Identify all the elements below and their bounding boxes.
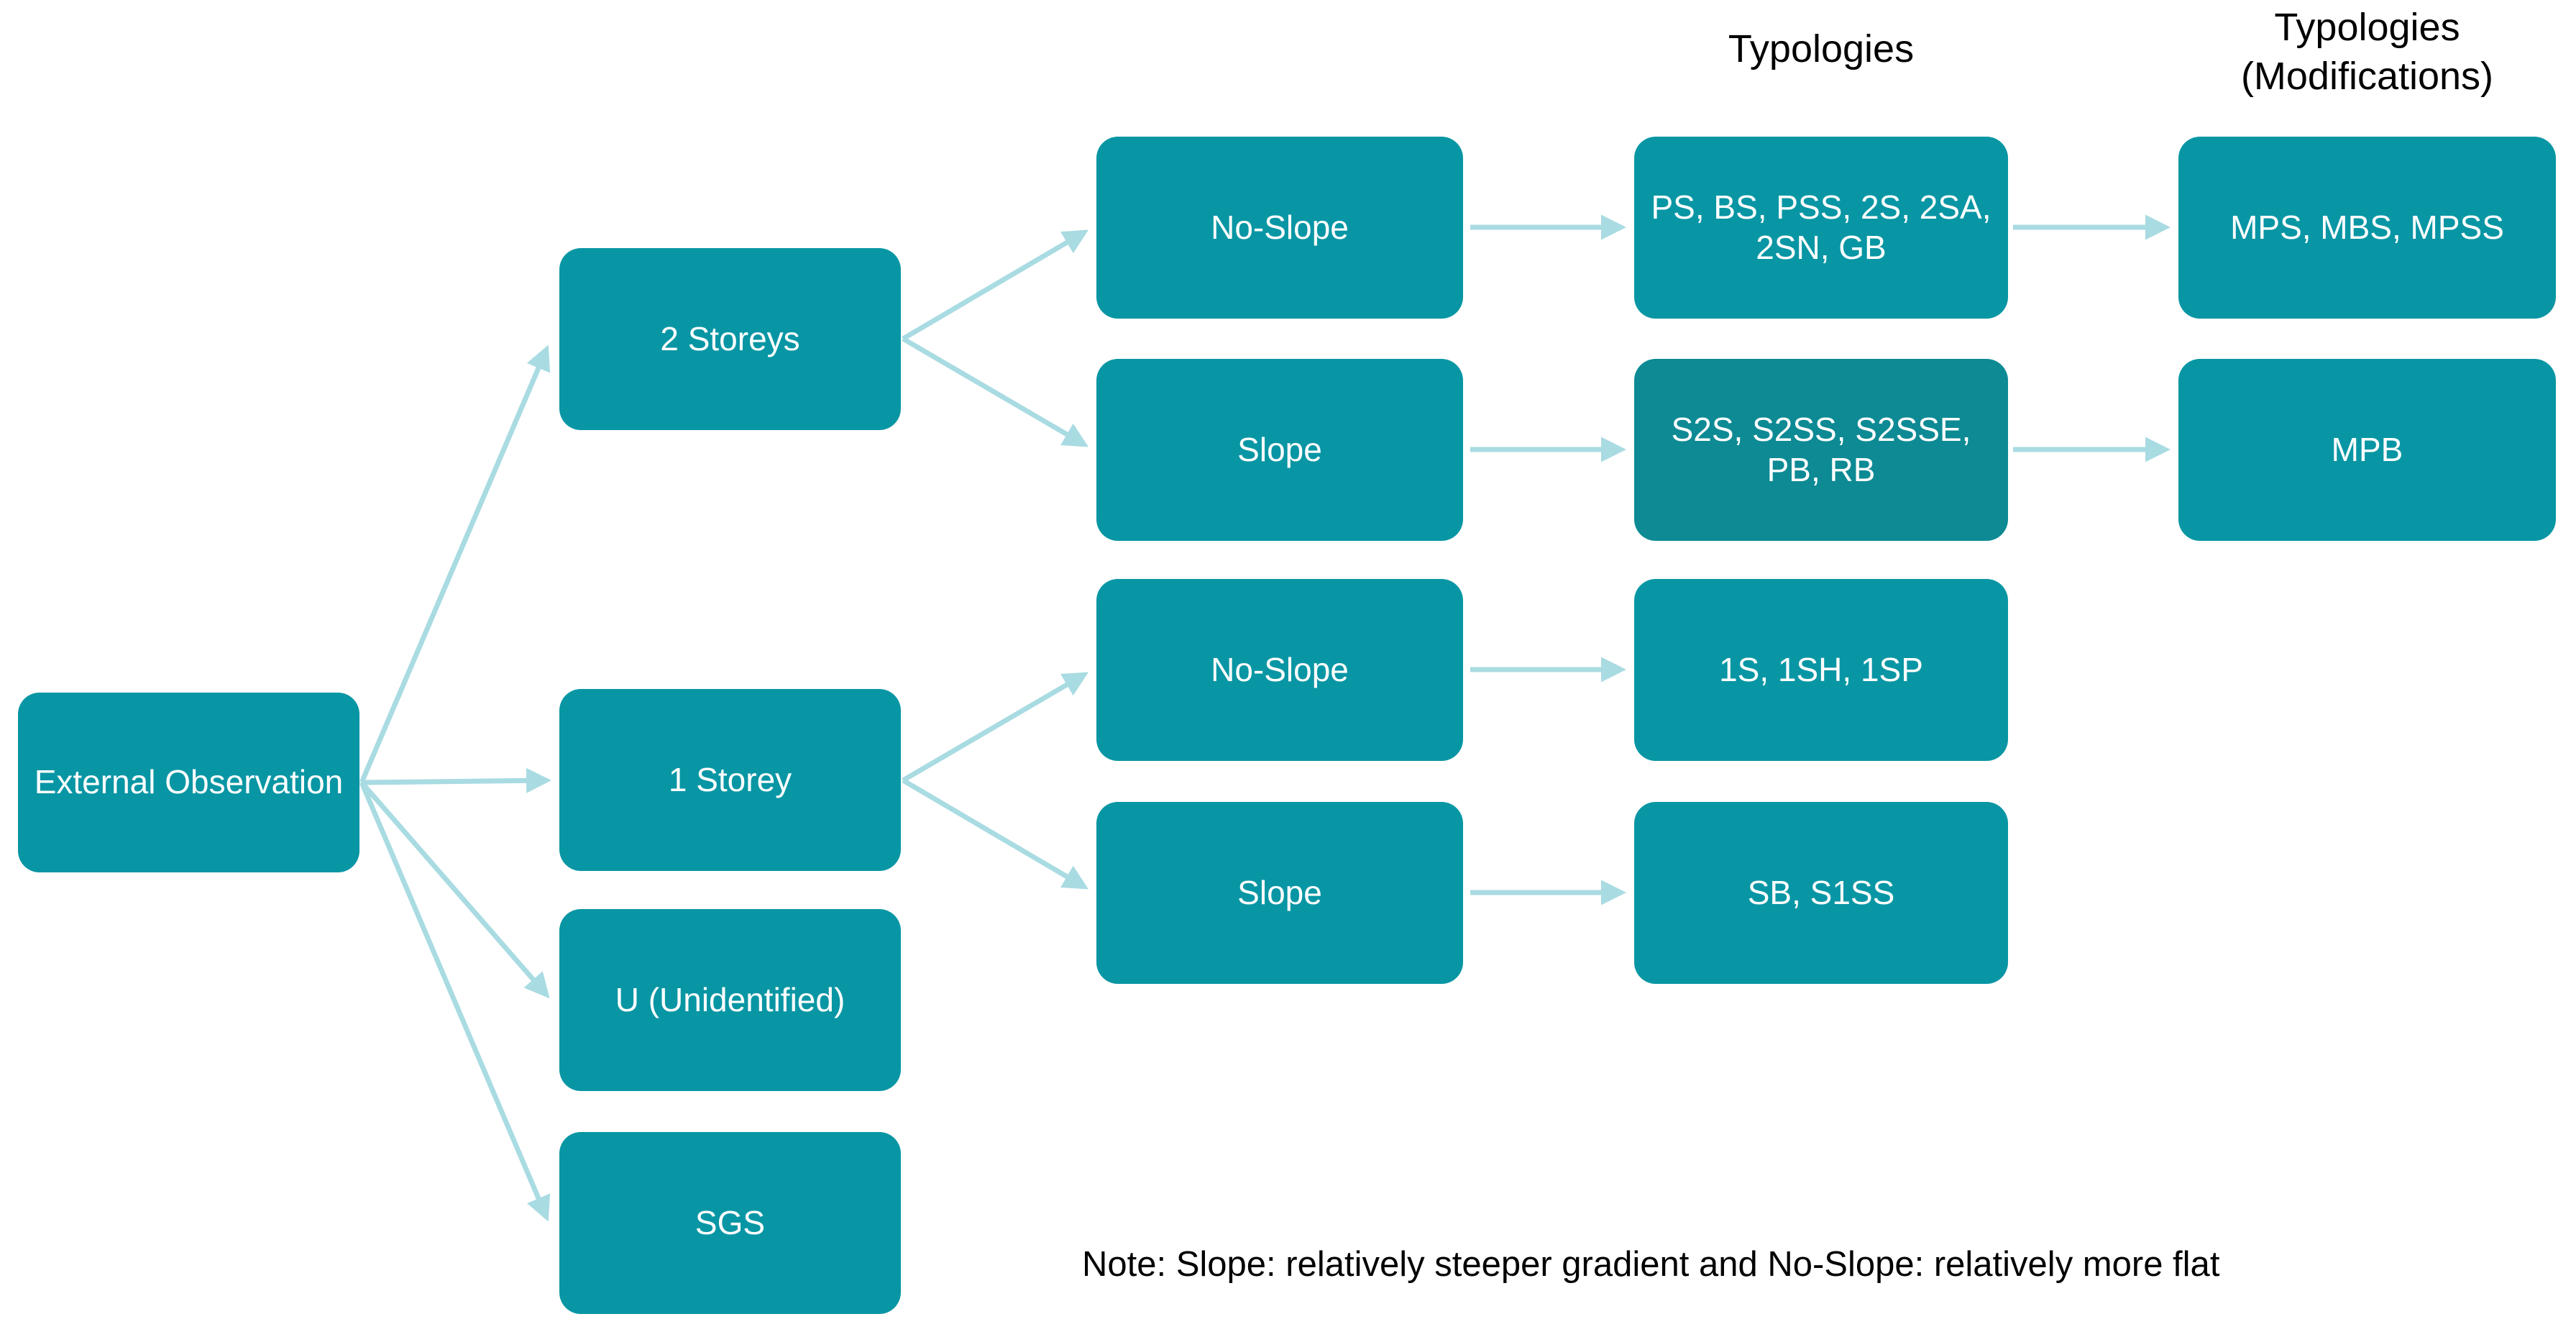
connector-arrow bbox=[359, 344, 551, 784]
node-1-storey: 1 Storey bbox=[559, 689, 901, 871]
node-no-slope-1storey: No-Slope bbox=[1096, 579, 1463, 761]
typologies-modifications-header-line2: (Modifications) bbox=[2240, 54, 2494, 98]
node-modifications-slope: MPB bbox=[2178, 359, 2556, 541]
connector-arrow bbox=[902, 777, 1089, 890]
node-slope-2storeys: Slope bbox=[1096, 359, 1463, 541]
node-modifications-noslope: MPS, MBS, MPSS bbox=[2178, 137, 2556, 319]
connector-arrow bbox=[902, 229, 1089, 342]
connector-arrow bbox=[359, 780, 550, 999]
connector-arrow bbox=[359, 781, 551, 1222]
node-typologies-1storey-slope: SB, S1SS bbox=[1634, 802, 2008, 984]
node-typologies-2storeys-noslope: PS, BS, PSS, 2S, 2SA, 2SN, GB bbox=[1634, 137, 2008, 319]
node-unidentified: U (Unidentified) bbox=[559, 909, 901, 1091]
node-typologies-1storey-noslope: 1S, 1SH, 1SP bbox=[1634, 579, 2008, 761]
note-text: Note: Slope: relatively steeper gradient… bbox=[1082, 1245, 2220, 1284]
node-no-slope-2storeys: No-Slope bbox=[1096, 137, 1463, 319]
typologies-modifications-header: Typologies (Modifications) bbox=[2178, 4, 2556, 101]
typologies-modifications-header-line1: Typologies bbox=[2274, 6, 2460, 49]
connector-arrow bbox=[902, 336, 1089, 447]
node-slope-1storey: Slope bbox=[1096, 802, 1463, 984]
node-external-observation: External Observation bbox=[18, 693, 359, 872]
typologies-header: Typologies bbox=[1728, 27, 1915, 70]
connector-arrow bbox=[361, 767, 551, 793]
node-2-storeys: 2 Storeys bbox=[559, 248, 901, 430]
node-sgs: SGS bbox=[559, 1132, 901, 1314]
connector-arrow bbox=[902, 672, 1089, 783]
node-typologies-2storeys-slope: S2S, S2SS, S2SSE, PB, RB bbox=[1634, 359, 2008, 541]
